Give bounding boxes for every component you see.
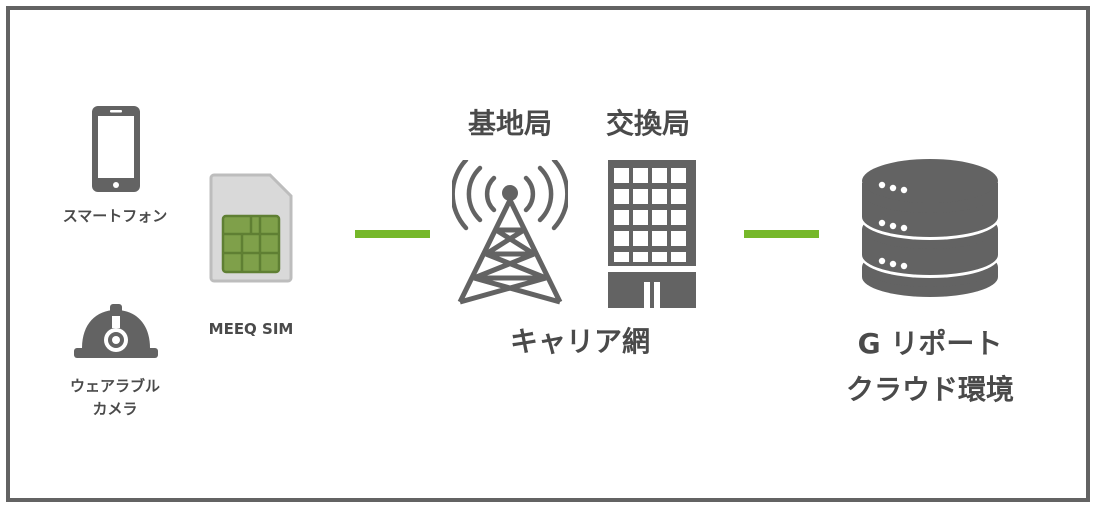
connector-line-left bbox=[355, 230, 430, 238]
sim-card-icon bbox=[209, 173, 293, 283]
exchange-label: 交換局 bbox=[605, 107, 690, 140]
connector-line-right bbox=[744, 230, 819, 238]
sim-label: MEEQ SIM bbox=[208, 320, 294, 338]
cloud-label-line2: クラウド環境 bbox=[845, 373, 1014, 406]
smartphone-icon bbox=[92, 106, 140, 192]
wearable-camera-label-line2: カメラ bbox=[92, 400, 138, 418]
wearable-camera-icon bbox=[74, 304, 158, 362]
diagram-frame bbox=[6, 6, 1090, 502]
smartphone-label: スマートフォン bbox=[62, 207, 168, 225]
cloud-server-icon bbox=[861, 159, 999, 297]
cloud-label-line1: G リポート bbox=[857, 327, 1003, 360]
wearable-camera-label-line1: ウェアラブル bbox=[69, 377, 160, 395]
exchange-building-icon bbox=[608, 160, 696, 308]
antenna-tower-icon bbox=[452, 160, 568, 305]
carrier-network-label: キャリア網 bbox=[509, 325, 650, 358]
base-station-label: 基地局 bbox=[467, 107, 552, 140]
